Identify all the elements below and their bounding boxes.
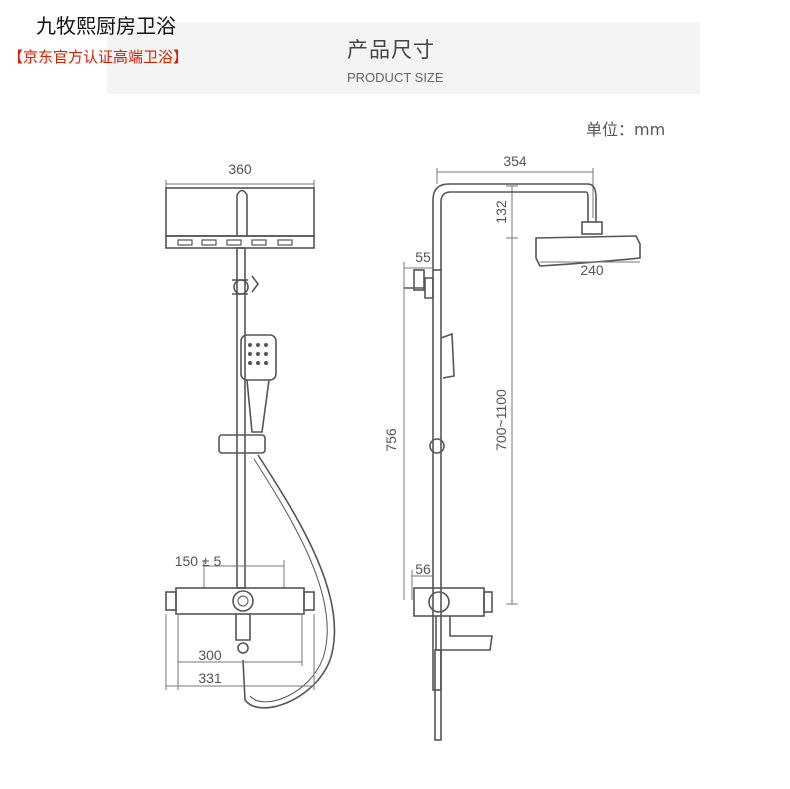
spout-side [435,616,493,651]
store-name: 九牧熙厨房卫浴 [36,14,176,38]
dimension-150 [203,560,285,588]
label-756: 756 [383,428,399,452]
store-tag: 【京东官方认证高端卫浴】 [8,48,189,66]
shower-arm-inner [440,191,589,270]
temperature-dial [232,590,254,612]
lower-pipe-side [434,649,442,741]
spray-nozzles [177,239,293,246]
front-view [165,180,336,709]
slide-bar-side [432,269,442,691]
label-150: 150 ± 5 [175,553,222,569]
wall-bracket-front [233,279,249,295]
unit-label: 单位：mm [586,120,666,139]
section-subtitle: PRODUCT SIZE [347,70,444,85]
header-band [107,22,700,94]
label-55: 55 [415,249,431,265]
label-132: 132 [493,200,509,224]
dimension-354 [436,168,594,218]
spout-front [235,614,251,641]
arm-connector-front [236,189,248,236]
dimension-55 [403,262,433,296]
temperature-dial-side [428,591,450,613]
slider-holder [218,434,266,454]
label-240: 240 [580,262,604,278]
dimension-56 [411,570,433,600]
label-331: 331 [198,670,222,686]
label-700-1100: 700~1100 [493,389,509,451]
hand-shower-side [440,332,455,379]
hand-shower-head [240,334,277,381]
side-view [403,168,641,741]
slider-side [429,438,445,454]
shower-head-front [165,187,315,237]
valve-end-right [303,591,315,611]
hand-shower-nozzles [248,343,268,365]
label-354: 354 [503,153,527,169]
valve-end-left [165,591,177,611]
hose [242,454,336,709]
dimension-700-1100 [506,238,518,605]
hand-shower-handle [246,379,270,433]
slide-bar-front [236,247,246,589]
dimension-300-331 [165,614,315,690]
label-56: 56 [415,561,431,577]
shower-arm-outer [432,183,597,270]
wall-bracket-top-side [404,277,434,299]
label-300: 300 [198,647,222,663]
label-360: 360 [228,161,252,177]
section-title: 产品尺寸 [347,38,435,62]
